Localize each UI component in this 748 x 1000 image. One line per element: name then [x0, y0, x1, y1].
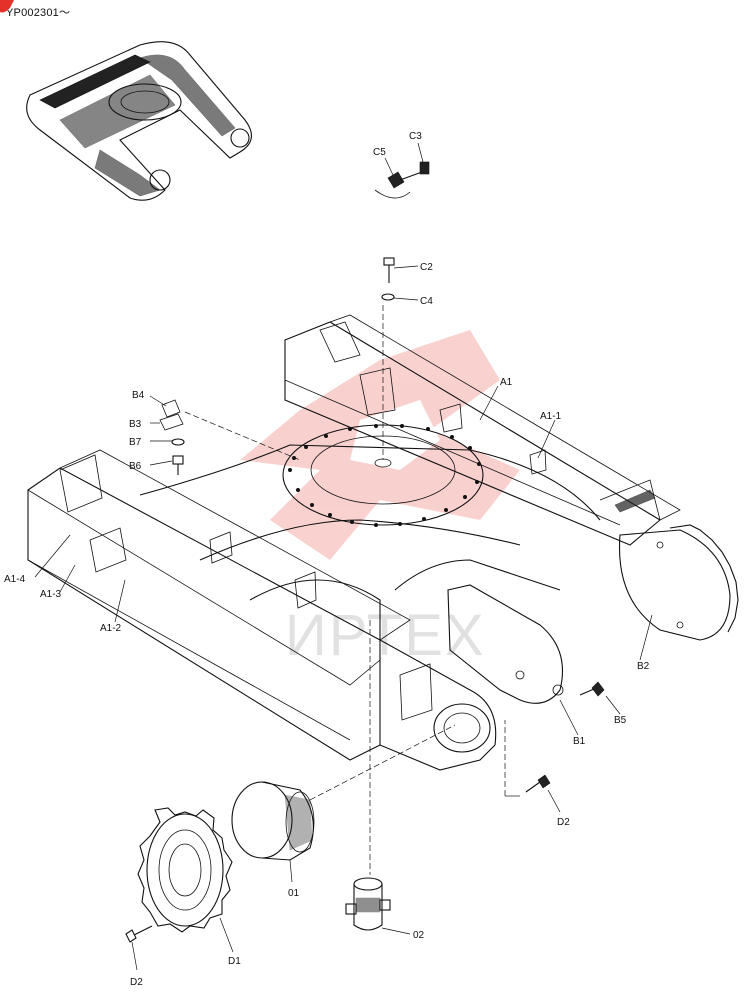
label-c2: C2	[420, 262, 433, 273]
label-b5: B5	[614, 715, 627, 726]
b-hardware-group	[149, 395, 301, 475]
bolt-d2-bottom	[125, 925, 153, 971]
sprocket-d1	[137, 807, 234, 953]
undercarriage-thumbnail	[26, 41, 252, 201]
label-a1: A1	[500, 377, 513, 388]
label-b1: B1	[573, 736, 586, 747]
corner-marker-icon	[0, 0, 14, 13]
label-d2-bottom: D2	[130, 977, 143, 988]
label-b7: B7	[129, 437, 142, 448]
travel-motor-01	[231, 724, 456, 883]
label-a1-3: A1-3	[40, 589, 62, 600]
c4-washer	[381, 293, 419, 301]
guard-b1	[447, 584, 564, 704]
c2-bolt	[383, 257, 419, 283]
label-c5: C5	[373, 147, 386, 158]
label-02: 02	[413, 930, 425, 941]
label-d2-right: D2	[557, 817, 570, 828]
serial-range-label: YP002301～	[6, 7, 71, 19]
watermark-text: ИРТЕХ	[285, 603, 486, 668]
label-d1: D1	[228, 956, 241, 967]
label-b6: B6	[129, 461, 142, 472]
label-01: 01	[288, 888, 300, 899]
bolt-b5	[579, 681, 605, 697]
c-hardware-group	[374, 142, 430, 199]
label-a1-4: A1-4	[4, 574, 26, 585]
label-c4: C4	[420, 296, 433, 307]
bolt-d2-right	[504, 720, 561, 813]
label-b4: B4	[132, 390, 145, 401]
center-joint-02	[345, 620, 411, 935]
label-a1-2: A1-2	[100, 623, 122, 634]
label-c3: C3	[409, 131, 422, 142]
track-frame-a1	[27, 314, 681, 771]
label-b2: B2	[637, 661, 650, 672]
sprocket-cover-b2	[618, 524, 739, 641]
label-a1-1: A1-1	[540, 411, 562, 422]
label-b3: B3	[129, 419, 142, 430]
